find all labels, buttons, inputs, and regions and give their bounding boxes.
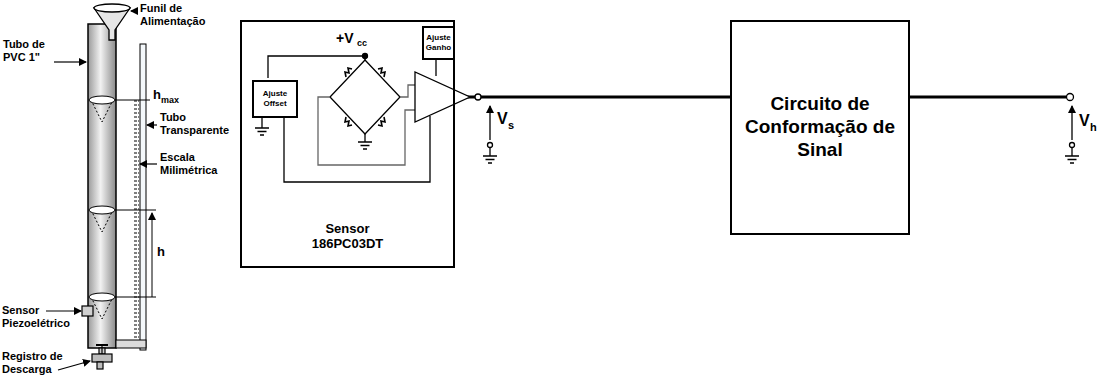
piezo-sensor	[82, 306, 93, 316]
box-text: Ajuste Ganho	[424, 33, 454, 52]
level-symbol: h	[153, 87, 161, 102]
subscript: max	[161, 95, 179, 106]
discharge-valve	[92, 345, 112, 369]
transparent-tube	[116, 44, 146, 350]
sensor-housing: Sensor 186PC03DT Ajuste Offset Ajuste Ganh…	[240, 20, 455, 268]
signal-name: V	[1079, 112, 1090, 131]
box-text: Ajuste Offset	[255, 89, 295, 108]
leader-arrows	[46, 11, 157, 370]
part-label: Registro de Descarga	[2, 350, 78, 376]
gain-adjust-box: Ajuste Ganho	[422, 26, 455, 60]
part-label: Funil de Alimentação	[140, 2, 220, 28]
box-text: Circuito de Conformação de Sinal	[740, 93, 900, 161]
supply-name: +V	[336, 30, 354, 47]
level-symbol: h	[157, 244, 165, 259]
subscript: cc	[357, 38, 367, 49]
subscript: h	[1090, 121, 1097, 134]
part-label: Tubo de PVC 1"	[3, 38, 53, 64]
signal-name: V	[497, 110, 508, 129]
funnel	[94, 4, 130, 40]
pvc-tube	[88, 24, 116, 348]
part-label: Sensor Piezoelétrico	[2, 304, 78, 330]
conditioning-box: Circuito de Conformação de Sinal	[730, 20, 910, 235]
millimetric-scale	[134, 100, 139, 338]
level-lines	[115, 100, 156, 297]
level-discs	[89, 96, 115, 319]
signal-wire	[455, 96, 730, 99]
part-label: Escala Milimétrica	[160, 151, 234, 177]
part-label: Tubo Transparente	[160, 111, 240, 137]
box-text: Sensor 186PC03DT	[293, 221, 403, 252]
offset-adjust-box: Ajuste Offset	[252, 80, 298, 118]
subscript: s	[508, 119, 514, 132]
